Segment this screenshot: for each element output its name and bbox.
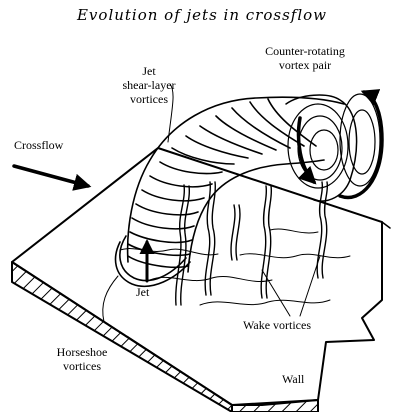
label-wall: Wall bbox=[282, 372, 304, 386]
counter-rotating-vortex-pair bbox=[286, 92, 382, 201]
label-jet-shear-layer-vortices: Jet shear-layer vortices bbox=[104, 64, 194, 106]
label-jet: Jet bbox=[136, 285, 149, 299]
label-cvp-line2: vortex pair bbox=[240, 58, 370, 72]
label-crossflow: Crossflow bbox=[14, 138, 63, 152]
label-jet-shear-line2: shear-layer bbox=[104, 78, 194, 92]
label-jet-shear-line3: vortices bbox=[104, 92, 194, 106]
label-wake-vortices: Wake vortices bbox=[243, 318, 311, 332]
label-jet-shear-line1: Jet bbox=[104, 64, 194, 78]
label-horseshoe-line1: Horseshoe bbox=[42, 345, 122, 359]
crossflow-arrow bbox=[14, 166, 88, 186]
label-cvp-line1: Counter-rotating bbox=[240, 44, 370, 58]
label-horseshoe-vortices: Horseshoe vortices bbox=[42, 345, 122, 373]
label-counter-rotating-vortex-pair: Counter-rotating vortex pair bbox=[240, 44, 370, 72]
label-horseshoe-line2: vortices bbox=[42, 359, 122, 373]
